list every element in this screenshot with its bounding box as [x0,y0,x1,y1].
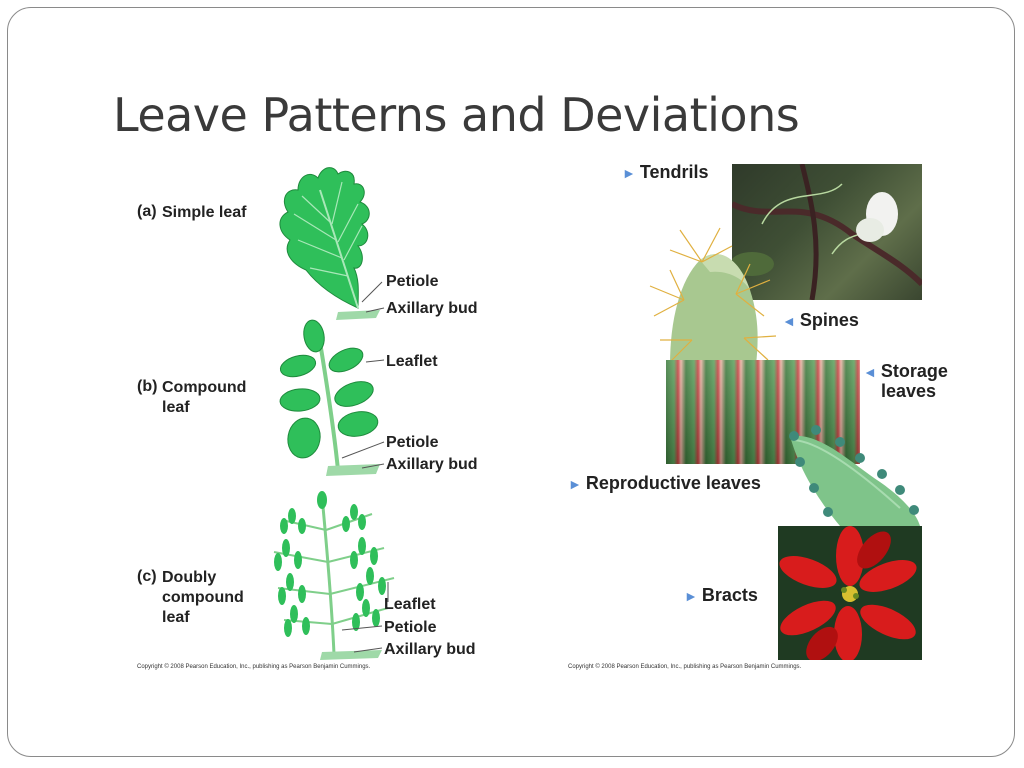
label-storage-2: leaves [881,381,937,401]
label-tendrils: ►Tendrils [622,162,709,184]
label-a-tag: (a) [137,203,157,220]
arrow-right-icon: ► [684,588,698,604]
label-doubly-compound-3: leaf [162,609,190,626]
compound-leaf-illustration [279,319,385,476]
label-c-tag: (c) [137,568,157,585]
label-reproductive: ►Reproductive leaves [568,473,761,495]
slide-title: Leave Patterns and Deviations [113,88,800,142]
label-simple-leaf: Simple leaf [162,204,247,221]
label-c-leaflet: Leaflet [384,596,436,613]
arrow-right-icon: ► [568,476,582,492]
tendrils-photo [732,164,922,300]
label-spines: ◄Spines [782,310,859,332]
reproductive-leaves-photo [789,425,920,526]
label-spines-text: Spines [799,310,859,330]
arrow-left-icon: ◄ [863,364,877,380]
label-reproductive-text: Reproductive leaves [585,473,761,493]
arrow-left-icon: ◄ [782,313,796,329]
bracts-photo [778,526,922,660]
label-tendrils-text: Tendrils [639,162,709,182]
simple-leaf-illustration [279,167,385,320]
label-a-petiole: Petiole [386,273,439,290]
label-c-petiole: Petiole [384,619,437,636]
label-compound-leaf-2: leaf [162,399,190,416]
storage-leaves-photo [666,360,860,464]
doubly-compound-leaf-illustration [273,491,395,660]
arrow-right-icon: ► [622,165,636,181]
right-copyright: Copyright © 2008 Pearson Education, Inc.… [568,664,802,670]
label-storage-1: ◄Storage [863,361,948,383]
label-b-tag: (b) [137,378,158,395]
spines-photo [649,227,777,365]
label-doubly-compound-1: Doubly [162,569,217,586]
label-compound-leaf-1: Compound [162,379,247,396]
label-a-axillary-bud: Axillary bud [386,300,478,317]
label-b-petiole: Petiole [386,434,439,451]
label-doubly-compound-2: compound [162,589,244,606]
label-bracts: ►Bracts [684,585,758,607]
label-b-leaflet: Leaflet [386,353,438,370]
label-bracts-text: Bracts [701,585,758,605]
left-copyright: Copyright © 2008 Pearson Education, Inc.… [137,664,371,670]
label-storage-text-1: Storage [880,361,948,381]
label-c-axillary-bud: Axillary bud [384,641,476,658]
label-b-axillary-bud: Axillary bud [386,456,478,473]
